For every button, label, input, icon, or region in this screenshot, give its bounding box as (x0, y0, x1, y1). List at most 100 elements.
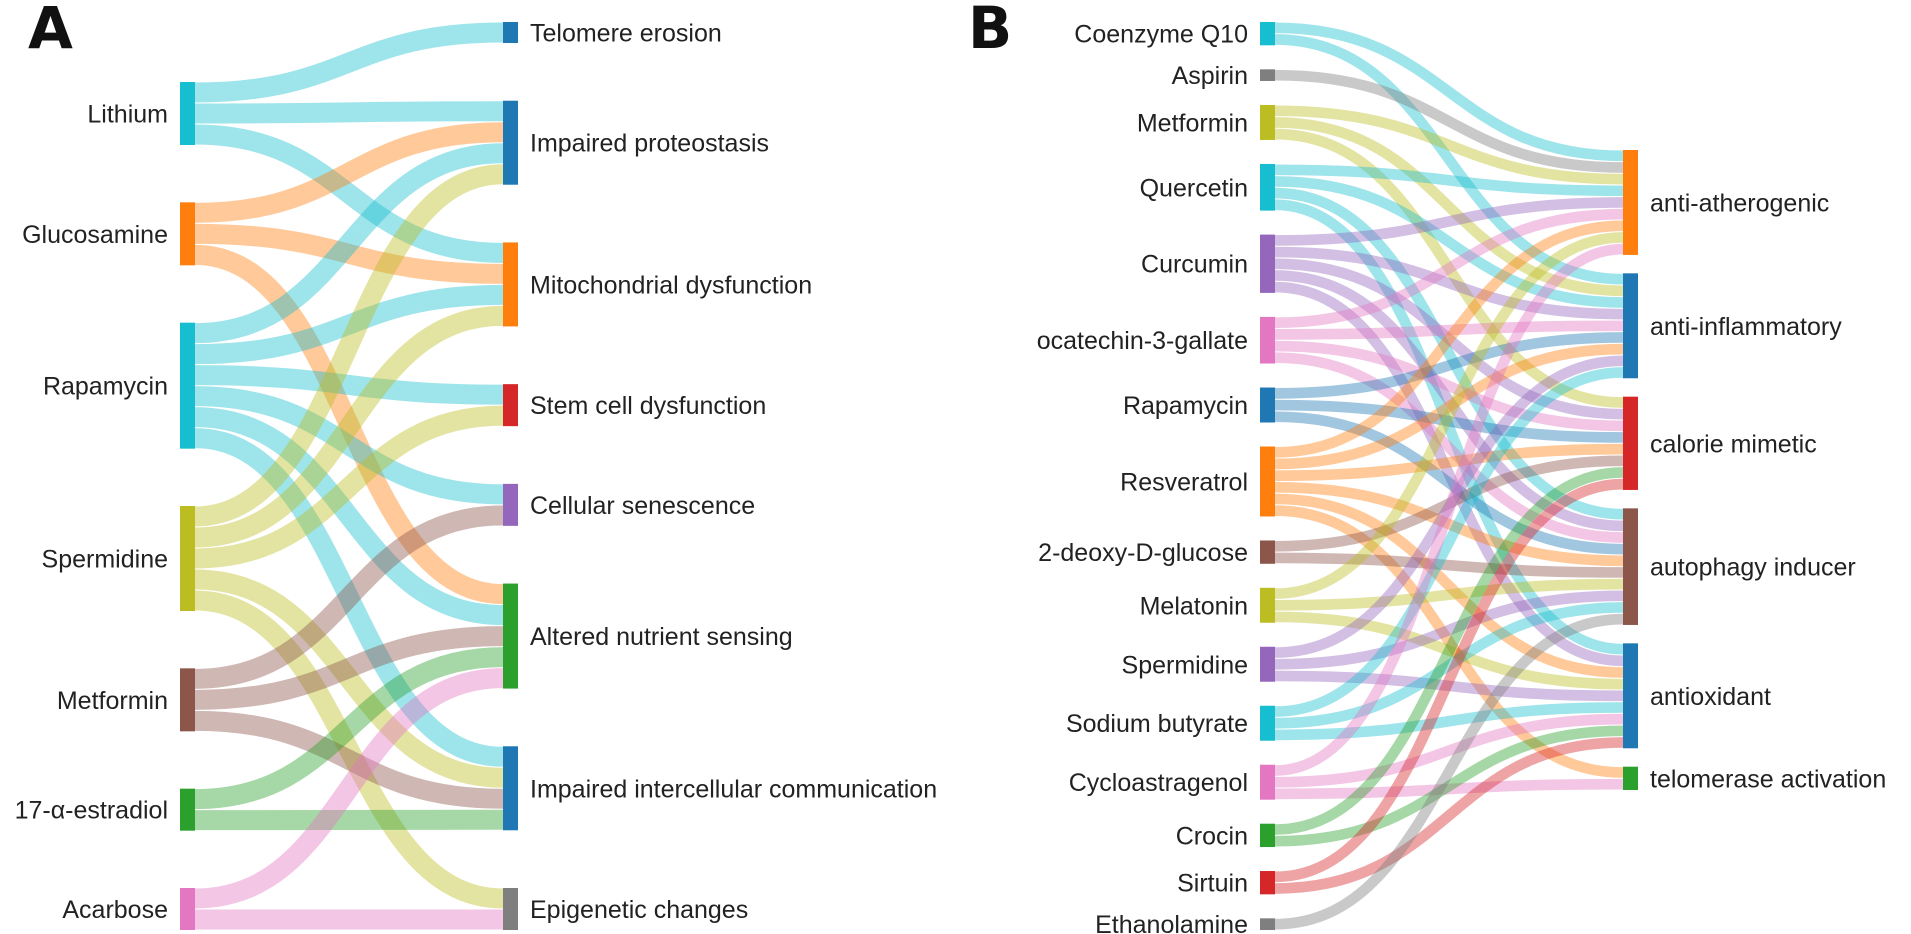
source-node-melatonin (1260, 587, 1275, 623)
source-node-resveratrol (1260, 446, 1275, 517)
link-spermidine-to-antioxidant (1274, 670, 1624, 702)
link-curcumin-to-anti-atherogenic (1274, 197, 1624, 246)
link-coenzyme-q10-to-anti-atherogenic (1274, 22, 1624, 162)
link-resveratrol-to-antioxidant (1274, 493, 1624, 678)
target-label-impaired-proteostasis: Impaired proteostasis (530, 130, 769, 158)
link-rapamycin-to-altered-nutrient-sensing (194, 407, 504, 626)
source-node-lithium (180, 82, 195, 145)
link-rapamycin-to-impaired-intercellular-communication (194, 428, 504, 767)
target-node-impaired-proteostasis (503, 100, 518, 185)
source-label-quercetin: Quercetin (1140, 174, 1248, 202)
link-resveratrol-to-telomerase-activation (1274, 505, 1624, 778)
source-label-crocin: Crocin (1176, 822, 1248, 850)
link-curcumin-to-antioxidant (1274, 281, 1624, 667)
link-lithium-to-mitochondrial-dysfunction (194, 124, 504, 263)
source-node-sirtuin (1260, 871, 1275, 895)
source-node-crocin (1260, 823, 1275, 848)
link-ocatechin-3-gallate-to-anti-atherogenic (1274, 208, 1624, 329)
panel-a-nodes: LithiumGlucosamineRapamycinSpermidineMet… (15, 20, 937, 930)
source-node-rapamycin (1260, 387, 1275, 423)
target-node-autophagy-inducer (1623, 508, 1638, 625)
link-coenzyme-q10-to-anti-inflammatory (1274, 34, 1624, 285)
source-node-curcumin (1260, 234, 1275, 293)
source-label-rapamycin: Rapamycin (1123, 392, 1248, 420)
source-label-acarbose: Acarbose (62, 896, 168, 924)
target-node-telomere-erosion (503, 22, 518, 43)
link-sodium-butyrate-to-autophagy-inducer (1274, 602, 1624, 729)
link-resveratrol-to-autophagy-inducer (1274, 481, 1624, 567)
link-2-deoxy-d-glucose-to-calorie-mimetic (1274, 455, 1624, 552)
link-2-deoxy-d-glucose-to-autophagy-inducer (1274, 552, 1624, 578)
target-label-calorie-mimetic: calorie mimetic (1650, 430, 1817, 458)
link-ocatechin-3-gallate-to-calorie-mimetic (1274, 340, 1624, 432)
source-node-aspirin (1260, 69, 1275, 81)
source-node-ocatechin-3-gallate (1260, 316, 1275, 364)
panel-b-sankey: B Coenzyme Q10AspirinMetforminQuercetinC… (968, 0, 1886, 934)
panel-a-sankey: A LithiumGlucosamineRapamycinSpermidineM… (15, 0, 937, 930)
target-node-cellular-senescence (503, 483, 518, 526)
source-node-ethanolamine (1260, 918, 1275, 930)
source-label-spermidine: Spermidine (42, 546, 168, 574)
source-label-17-estradiol: 17-α-estradiol (15, 797, 168, 825)
target-node-calorie-mimetic (1623, 396, 1638, 490)
link-ocatechin-3-gallate-to-anti-inflammatory (1274, 320, 1624, 340)
source-label-metformin: Metformin (1137, 109, 1248, 137)
target-node-impaired-intercellular-communication (503, 746, 518, 831)
link-resveratrol-to-anti-atherogenic (1274, 220, 1624, 458)
link-spermidine-to-autophagy-inducer (1274, 590, 1624, 670)
source-node-spermidine (180, 506, 195, 611)
link-melatonin-to-antioxidant (1274, 611, 1624, 690)
source-node-cycloastragenol (1260, 764, 1275, 800)
link-glucosamine-to-mitochondrial-dysfunction (194, 223, 504, 284)
link-quercetin-to-autophagy-inducer (1274, 187, 1624, 520)
source-label-ocatechin-3-gallate: ocatechin-3-gallate (1037, 327, 1248, 355)
link-lithium-to-impaired-proteostasis (194, 101, 504, 124)
source-node-2-deoxy-d-glucose (1260, 540, 1275, 564)
link-rapamycin-to-anti-inflammatory (1274, 332, 1624, 399)
link-cycloastragenol-to-telomerase-activation (1274, 778, 1624, 800)
link-crocin-to-calorie-mimetic (1274, 467, 1624, 835)
source-node-acarbose (180, 888, 195, 930)
link-rapamycin-to-calorie-mimetic (1274, 399, 1624, 443)
source-label-rapamycin: Rapamycin (43, 373, 168, 401)
link-lithium-to-telomere-erosion (194, 22, 504, 103)
target-label-stem-cell-dysfunction: Stem cell dysfunction (530, 392, 766, 420)
panel-b-letter: B (968, 0, 1012, 62)
link-ocatechin-3-gallate-to-autophagy-inducer (1274, 352, 1624, 543)
link-spermidine-to-impaired-proteostasis (194, 164, 504, 527)
target-label-altered-nutrient-sensing: Altered nutrient sensing (530, 623, 793, 651)
source-label-sirtuin: Sirtuin (1177, 870, 1248, 898)
source-label-cycloastragenol: Cycloastragenol (1069, 769, 1248, 797)
link-rapamycin-to-autophagy-inducer (1274, 411, 1624, 555)
target-label-telomere-erosion: Telomere erosion (530, 20, 722, 48)
link-curcumin-to-autophagy-inducer (1274, 270, 1624, 532)
link-metformin-to-altered-nutrient-sensing (194, 626, 504, 710)
link-cycloastragenol-to-anti-atherogenic (1274, 243, 1624, 776)
source-label-lithium: Lithium (87, 101, 168, 129)
target-node-altered-nutrient-sensing (503, 583, 518, 689)
link-aspirin-to-anti-atherogenic (1274, 69, 1624, 173)
link-spermidine-to-anti-inflammatory (1274, 355, 1624, 658)
source-node-rapamycin (180, 322, 195, 449)
source-node-metformin (1260, 104, 1275, 140)
panel-b-links (1274, 22, 1624, 930)
source-label-coenzyme-q10: Coenzyme Q10 (1074, 21, 1248, 49)
target-label-telomerase-activation: telomerase activation (1650, 765, 1886, 793)
source-node-sodium-butyrate (1260, 705, 1275, 741)
target-node-mitochondrial-dysfunction (503, 242, 518, 327)
target-node-antioxidant (1623, 643, 1638, 749)
link-curcumin-to-anti-inflammatory (1274, 246, 1624, 320)
target-label-cellular-senescence: Cellular senescence (530, 492, 755, 520)
link-quercetin-to-anti-inflammatory (1274, 176, 1624, 308)
target-label-antioxidant: antioxidant (1650, 683, 1771, 711)
source-label-2-deoxy-d-glucose: 2-deoxy-D-glucose (1038, 539, 1248, 567)
link-17-estradiol-to-altered-nutrient-sensing (194, 647, 504, 810)
source-label-metformin: Metformin (57, 687, 168, 715)
link-acarbose-to-altered-nutrient-sensing (194, 668, 504, 909)
link-rapamycin-to-mitochondrial-dysfunction (194, 284, 504, 365)
target-node-epigenetic-changes (503, 888, 518, 930)
source-label-melatonin: Melatonin (1140, 592, 1248, 620)
link-metformin-to-calorie-mimetic (1274, 128, 1624, 408)
target-node-anti-inflammatory (1623, 273, 1638, 379)
